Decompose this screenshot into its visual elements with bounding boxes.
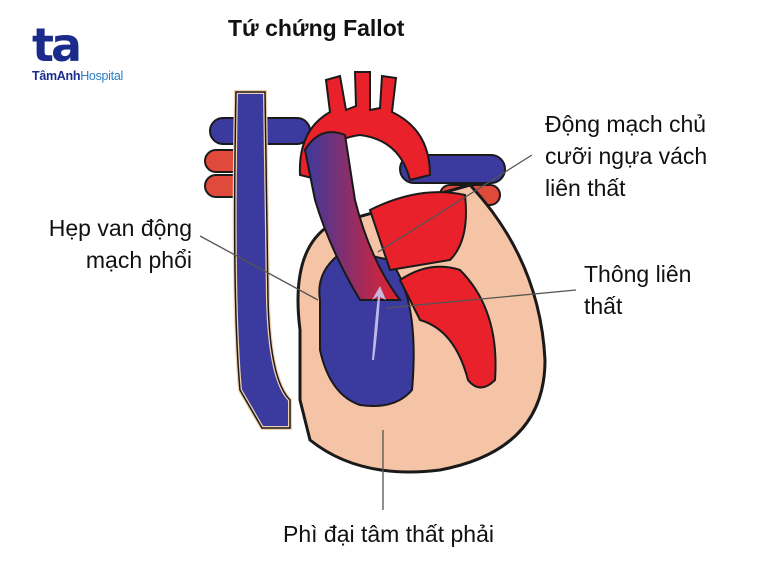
left-ventricle xyxy=(398,265,497,389)
aorta xyxy=(298,71,432,182)
logo-mark: ta xyxy=(32,18,82,72)
label-vsd: Thông liên thất xyxy=(584,261,692,319)
diagram-title: Tứ chứng Fallot xyxy=(228,15,405,41)
label-pulmonary-stenosis: Hẹp van động mạch phổi xyxy=(48,215,192,273)
logo-wordmark: TâmAnhHospital xyxy=(32,69,123,83)
label-overriding-aorta: Động mạch chủ cưỡi ngựa vách liên thất xyxy=(545,111,708,201)
hospital-logo: ta TâmAnhHospital xyxy=(30,22,140,86)
flow-arrow-icon xyxy=(372,286,386,360)
leader-lines xyxy=(199,154,577,510)
label-rv-hypertrophy: Phì đại tâm thất phải xyxy=(283,521,494,547)
